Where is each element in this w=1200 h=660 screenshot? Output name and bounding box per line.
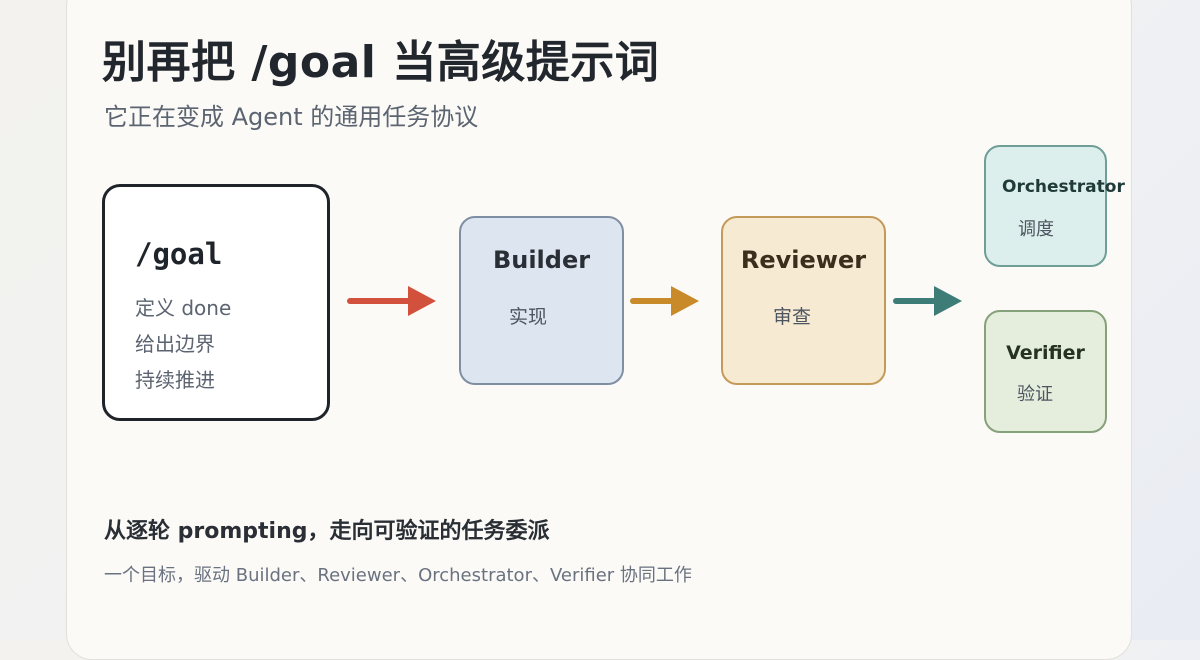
verifier-title: Verifier xyxy=(1006,342,1085,364)
arrow-head xyxy=(671,286,699,316)
arrow-head xyxy=(934,286,962,316)
reviewer-title: Reviewer xyxy=(740,246,867,274)
orchestrator-node: Orchestrator 调度 xyxy=(984,145,1125,267)
verifier-subtitle: 验证 xyxy=(1017,384,1053,405)
page-subtitle: 它正在变成 Agent 的通用任务协议 xyxy=(104,103,479,131)
builder-node: Builder 实现 xyxy=(459,216,624,385)
reviewer-subtitle: 审查 xyxy=(773,306,812,328)
footer-headline: 从逐轮 prompting，走向可验证的任务委派 xyxy=(104,519,550,544)
reviewer-node: Reviewer 审查 xyxy=(721,216,886,385)
builder-title: Builder xyxy=(492,246,591,274)
goal-card-line: 定义 done xyxy=(135,296,232,320)
goal-card-line: 持续推进 xyxy=(135,368,215,392)
arrow-reviewer-to-agents-icon xyxy=(893,286,962,316)
page-title: 别再把 /goal 当高级提示词 xyxy=(102,37,660,88)
verifier-node: Verifier 验证 xyxy=(984,310,1107,433)
goal-card: /goal 定义 done 给出边界 持续推进 xyxy=(102,184,330,421)
arrow-goal-to-builder-icon xyxy=(347,286,436,316)
goal-card-title: /goal xyxy=(135,237,223,271)
builder-subtitle: 实现 xyxy=(509,306,548,328)
goal-card-line: 给出边界 xyxy=(135,332,215,356)
footer-caption: 一个目标，驱动 Builder、Reviewer、Orchestrator、Ve… xyxy=(104,565,692,586)
orchestrator-subtitle: 调度 xyxy=(1018,219,1054,240)
arrow-builder-to-reviewer-icon xyxy=(630,286,699,316)
arrow-head xyxy=(408,286,436,316)
goal-card-list: 定义 done 给出边界 持续推进 xyxy=(135,290,231,398)
orchestrator-title: Orchestrator xyxy=(1002,177,1125,197)
